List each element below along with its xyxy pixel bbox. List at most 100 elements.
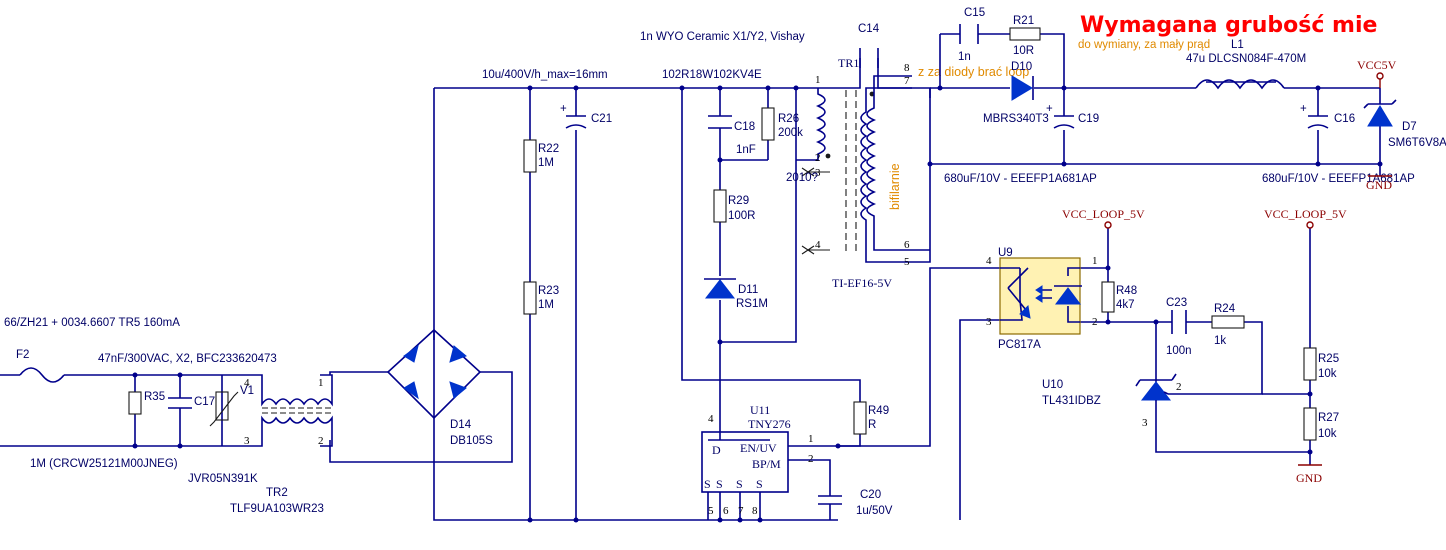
c20-ref: C20 [860, 489, 881, 501]
tr1-pin-5: 5 [904, 256, 910, 268]
inductor-l1: 47u DLCSN084F-470M L1 [1186, 39, 1306, 90]
d11-ref: D11 [738, 284, 758, 296]
tr1-pin-3: 3 [815, 167, 821, 179]
tr1-pin-6: 6 [904, 239, 910, 251]
wires [0, 33, 1381, 521]
tr1-model: TI-EF16-5V [832, 276, 892, 290]
r29-ref: R29 [728, 195, 749, 207]
c15-value: 1n [958, 51, 971, 63]
capacitor-c18: C18 1nF 102R18W102KV4E [662, 69, 762, 156]
power-port-vcc-loop-a: VCC_LOOP_5V [1062, 207, 1145, 229]
c20-value: 1u/50V [856, 505, 893, 517]
c14-value: 1n WYO Ceramic X1/Y2, Vishay [640, 31, 805, 43]
capacitor-c21: + C21 10u/400V/h_max=16mm [482, 69, 612, 129]
r24-ref: R24 [1214, 303, 1236, 315]
r23-ref: R23 [538, 285, 559, 297]
resistor-r35: R35 1M (CRCW25121M00JNEG) [30, 391, 178, 470]
tr2-pin-3: 3 [244, 435, 250, 447]
r23-value: 1M [538, 299, 554, 311]
capacitor-c15: C15 1n [958, 7, 985, 63]
tr2-ref: TR2 [266, 487, 288, 499]
v1-ref: V1 [240, 385, 254, 397]
r22-value: 1M [538, 157, 554, 169]
headline-note: Wymagana grubość mie [1080, 13, 1377, 38]
l1-ref: L1 [1231, 39, 1244, 51]
r35-ref: R35 [144, 391, 165, 403]
u11-pin-6: 6 [723, 505, 729, 517]
r35-value: 1M (CRCW25121M00JNEG) [30, 458, 178, 470]
c17-ref: C17 [194, 396, 215, 408]
replace-note: do wymiany, za mały prąd [1078, 39, 1210, 51]
u10-pin-2: 2 [1176, 381, 1182, 393]
u11-pin-2: 2 [808, 453, 814, 465]
u11-s3: S [736, 477, 743, 491]
r25-ref: R25 [1318, 353, 1339, 365]
u11-pin-8: 8 [752, 505, 758, 517]
tr1-pin-8: 8 [904, 62, 910, 74]
tr1-pin-2: 2 [815, 152, 821, 164]
transformer-tr1: 1 2 3 4 8 7 6 5 TR1 TI-EF16-5V 2010? [786, 56, 912, 290]
u9-model: PC817A [998, 339, 1041, 351]
u10-pin-3: 3 [1142, 417, 1148, 429]
ic-u11: D EN/UV BP/M S S S S 4 1 2 5 6 7 8 U11 T… [701, 403, 814, 517]
r49-ref: R49 [868, 405, 889, 417]
u11-pin-5: 5 [708, 505, 714, 517]
capacitor-c23: C23 100n [1166, 297, 1192, 357]
d10-ref: D10 [1011, 61, 1032, 73]
transformer-tr2: 4 3 1 2 TR2 TLF9UA103WR23 [230, 374, 333, 515]
tr1-pin-7: 7 [904, 75, 910, 87]
u11-s1: S [704, 477, 711, 491]
u10-model: TL431IDBZ [1042, 395, 1101, 407]
c18-ref: C18 [734, 121, 755, 133]
tr1-pin-1: 1 [815, 74, 821, 86]
d10-model: MBRS340T3 [983, 113, 1049, 125]
u11-en: EN/UV [740, 441, 777, 455]
svg-text:+: + [1300, 103, 1307, 115]
bridge-rectifier-d14: D14 DB105S [386, 328, 493, 447]
c19-value: 680uF/10V - EEEFP1A681AP [944, 173, 1097, 185]
f2-ref: F2 [16, 349, 29, 361]
svg-text:+: + [1046, 103, 1053, 115]
vcc-loop-b-label: VCC_LOOP_5V [1264, 207, 1347, 221]
tr2-pin-1: 1 [318, 377, 324, 389]
c15-ref: C15 [964, 7, 985, 19]
resistor-r48: R48 4k7 [1101, 281, 1137, 313]
varistor-v1: V1 JVR05N391K [188, 385, 258, 485]
c19-ref: C19 [1078, 113, 1099, 125]
u11-pin-4: 4 [708, 413, 714, 425]
tr1-pin-4: 4 [815, 239, 821, 251]
c18-value: 102R18W102KV4E [662, 69, 762, 81]
r21-value: 10R [1013, 45, 1034, 57]
r48-value: 4k7 [1116, 299, 1135, 311]
vcc5v-label: VCC5V [1357, 58, 1397, 72]
tvs-diode-d7: D7 SM6T6V8A [1363, 99, 1446, 149]
u11-s2: S [716, 477, 723, 491]
d14-ref: D14 [450, 419, 472, 431]
vcc-loop-a-label: VCC_LOOP_5V [1062, 207, 1145, 221]
resistor-r27: R27 10k [1303, 407, 1339, 441]
c21-ref: C21 [591, 113, 612, 125]
l1-value: 47u DLCSN084F-470M [1186, 53, 1306, 65]
capacitor-c17: C17 47nF/300VAC, X2, BFC233620473 [98, 353, 277, 409]
resistor-r29: R29 100R [713, 189, 756, 223]
r24-value: 1k [1214, 335, 1226, 347]
capacitor-c20: C20 1u/50V [818, 489, 893, 517]
diode-d11: D11 RS1M [704, 278, 768, 310]
resistor-r26: R26 200k [761, 107, 803, 141]
diode-d10: D10 MBRS340T3 [983, 61, 1049, 125]
power-port-vcc-loop-b: VCC_LOOP_5V [1264, 207, 1347, 229]
c17-value: 47nF/300VAC, X2, BFC233620473 [98, 353, 277, 365]
year-note: 2010? [786, 172, 818, 184]
fuse-value: 66/ZH21 + 0034.6607 TR5 160mA [4, 317, 180, 329]
c23-ref: C23 [1166, 297, 1187, 309]
r49-value: R [868, 419, 876, 431]
ground-gnd-a: GND [1366, 175, 1392, 192]
c23-value: 100n [1166, 345, 1192, 357]
resistor-r25: R25 10k [1303, 347, 1339, 381]
resistor-r24: R24 1k [1211, 303, 1245, 347]
junctions [132, 85, 1383, 523]
u11-bp: BP/M [752, 457, 781, 471]
resistor-r22: R22 1M [523, 139, 559, 173]
u11-pin-d: D [712, 443, 721, 457]
gnd-a-label: GND [1366, 178, 1392, 192]
